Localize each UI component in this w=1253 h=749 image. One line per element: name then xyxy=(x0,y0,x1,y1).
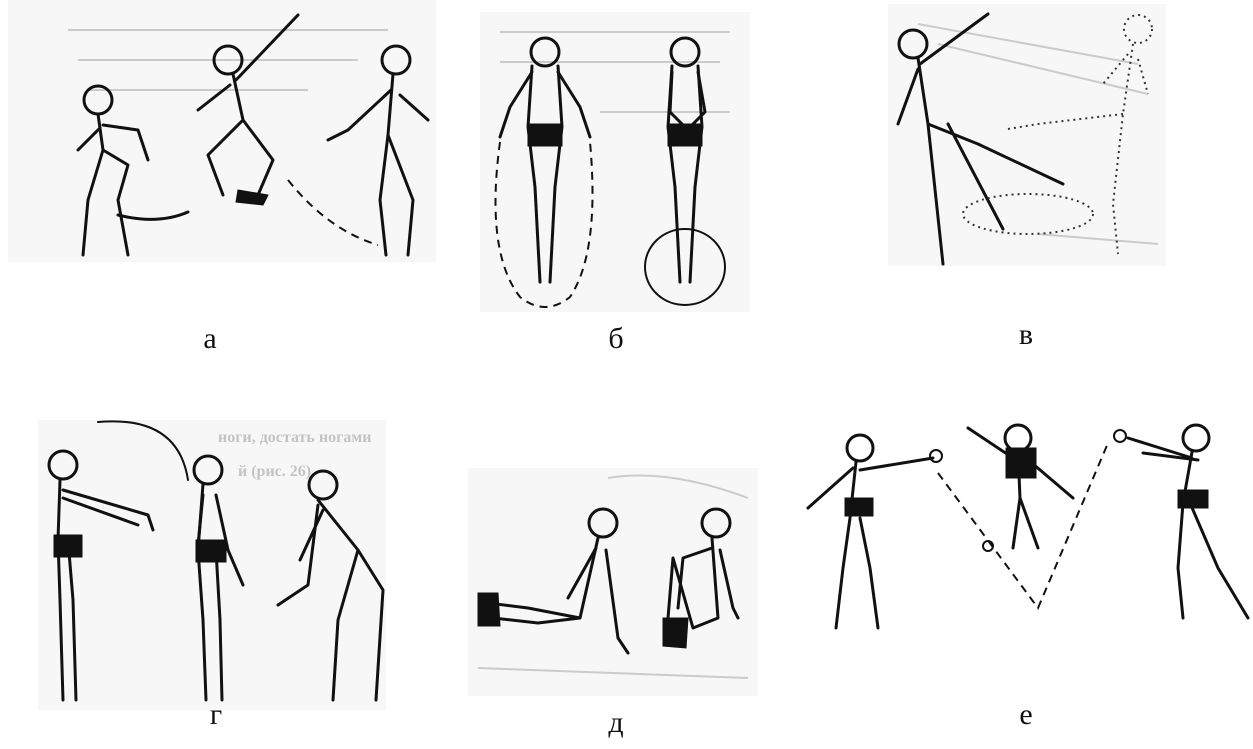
figure-caption-e: е xyxy=(1006,698,1046,732)
figure-caption-b: б xyxy=(596,322,636,356)
figure-caption-g: г xyxy=(196,698,236,732)
figure-caption-v: в xyxy=(1006,318,1046,352)
illustration-panel-d xyxy=(468,468,758,696)
figure-caption-a: а xyxy=(190,322,230,356)
ghost-text-line-1: ноги, достать ногами xyxy=(218,429,371,446)
illustration-panel-g: ноги, достать ногами й (рис. 26). xyxy=(38,420,386,710)
illustration-panel-e xyxy=(798,418,1253,638)
illustration-panel-b xyxy=(480,12,750,312)
illustration-panel-v xyxy=(888,4,1166,266)
illustration-panel-a xyxy=(8,0,436,262)
figure-caption-d: д xyxy=(596,706,636,740)
ghost-text-line-2: й (рис. 26). xyxy=(238,463,315,480)
